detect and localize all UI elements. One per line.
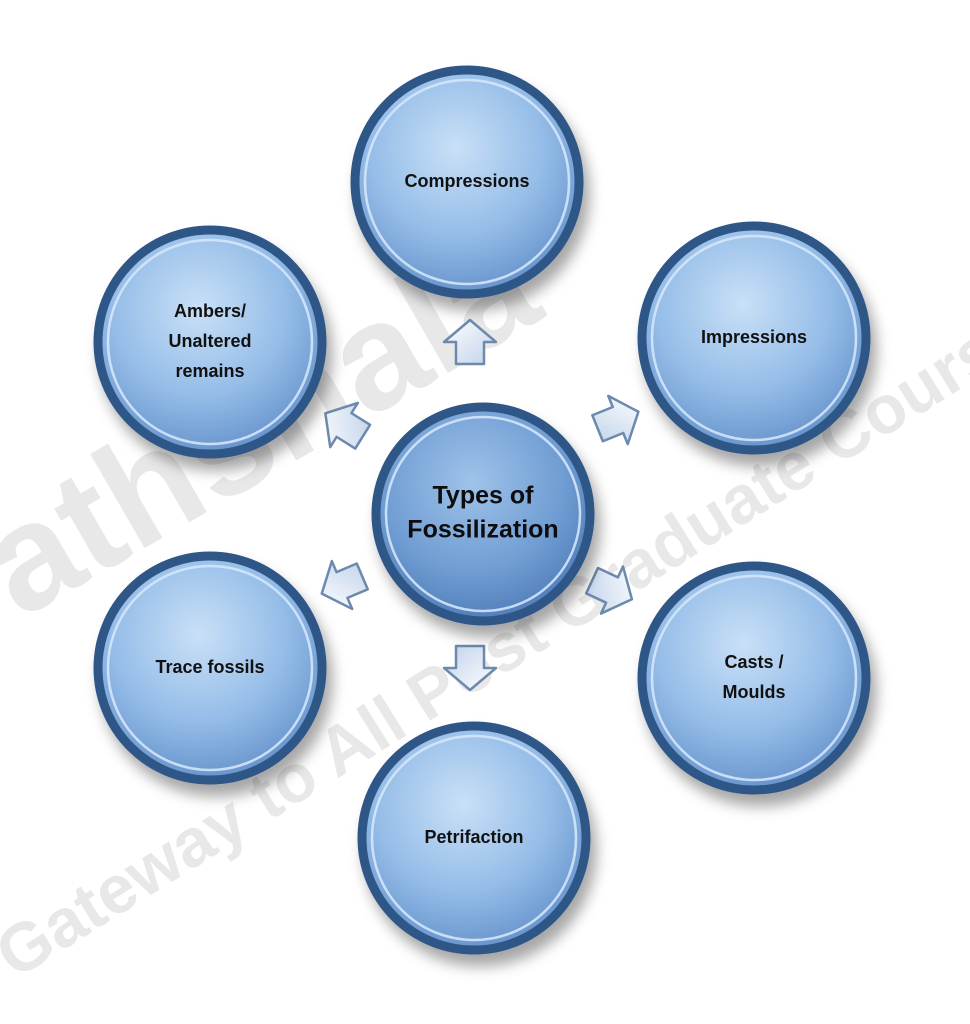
node-impressions: Impressions: [637, 221, 871, 455]
node-compressions-inner-ring: [363, 78, 571, 286]
node-trace-fossils-circle: [93, 551, 327, 785]
node-casts-moulds-circle: [637, 561, 871, 795]
node-ambers-unaltered-remains-circle: [93, 225, 327, 459]
node-ambers-unaltered-remains: Ambers/Unaltered remains: [93, 225, 327, 459]
node-impressions-circle: [637, 221, 871, 455]
node-petrifaction-circle: [357, 721, 591, 955]
node-compressions-circle: [350, 65, 584, 299]
arrow-shape: [442, 318, 498, 366]
node-casts-moulds-inner-ring: [650, 574, 858, 782]
arrow-to-impressions: [591, 394, 640, 446]
node-petrifaction: Petrifaction: [357, 721, 591, 955]
node-label-line: Moulds: [723, 682, 786, 702]
center-layer: Types of Fossilization: [371, 402, 595, 626]
node-label-line: remains: [175, 361, 244, 381]
node-label-line: Unaltered: [168, 331, 251, 351]
node-trace-fossils-inner-ring: [106, 564, 314, 772]
arrow-to-compressions: [442, 318, 498, 366]
node-petrifaction-inner-ring: [370, 734, 578, 942]
node-label-line: Compressions: [404, 171, 529, 191]
arrow-shape: [442, 644, 498, 692]
arrow-shape: [584, 565, 634, 615]
arrow-shape: [324, 401, 372, 450]
center-node-inner-ring: [384, 415, 582, 613]
node-label-line: Ambers/: [174, 301, 246, 321]
node-label-line: Impressions: [701, 327, 807, 347]
node-casts-moulds: Casts / Moulds: [637, 561, 871, 795]
arrow-to-casts-moulds: [584, 565, 634, 615]
node-impressions-inner-ring: [650, 234, 858, 442]
node-label-line: Types of: [433, 482, 535, 510]
node-label-line: Fossilization: [407, 516, 558, 544]
center-node: Types of Fossilization: [371, 402, 595, 626]
node-ambers-unaltered-remains-inner-ring: [106, 238, 314, 446]
node-label-line: Casts /: [724, 652, 783, 672]
center-node-circle: [371, 402, 595, 626]
node-label-line: Petrifaction: [424, 827, 523, 847]
arrow-to-trace-fossils: [320, 559, 369, 611]
node-trace-fossils: Trace fossils: [93, 551, 327, 785]
arrow-shape: [320, 559, 369, 611]
node-label-line: Trace fossils: [155, 657, 264, 677]
node-compressions: Compressions: [350, 65, 584, 299]
arrow-to-petrifaction: [442, 644, 498, 692]
arrows-layer: [320, 318, 640, 692]
arrow-shape: [591, 394, 640, 446]
arrow-to-ambers-unaltered-remains: [324, 401, 372, 450]
